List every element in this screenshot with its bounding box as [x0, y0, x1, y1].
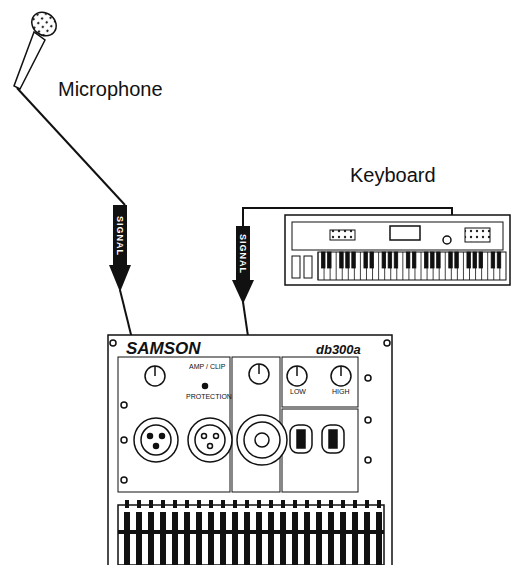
device-label: Keyboard	[350, 164, 436, 187]
microphone	[14, 7, 125, 205]
indicator-label: AMP / CLIP	[189, 363, 225, 370]
keyboard	[285, 215, 510, 285]
indicator-label: PROTECTION	[186, 393, 232, 400]
model-name: db300a	[316, 342, 361, 357]
knob-label: LOW	[290, 388, 306, 395]
brand-name: SAMSON	[126, 339, 201, 359]
knob-label: HIGH	[332, 388, 350, 395]
device-label: Microphone	[58, 78, 163, 101]
amplifier-panel: SAMSON db300aAMP / CLIP PROTECTION LOW HIGH	[108, 335, 392, 485]
amplifier-panel	[108, 335, 392, 565]
signal-label: SIGNAL	[115, 216, 125, 256]
signal-label: SIGNAL	[238, 234, 248, 274]
